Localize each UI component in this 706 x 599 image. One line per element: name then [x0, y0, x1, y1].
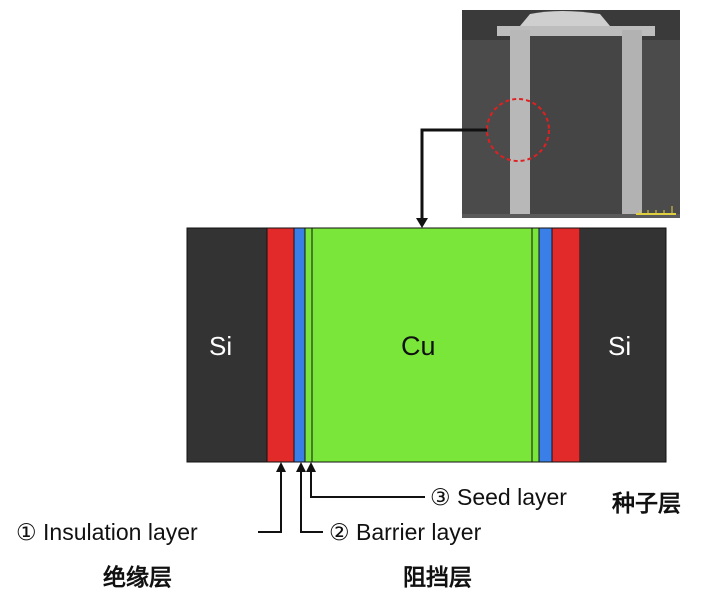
barrier-arrowhead — [296, 462, 306, 472]
barrier-layer-right — [538, 227, 553, 463]
seed-arrowhead — [306, 462, 316, 472]
barrier-layer-label: ② Barrier layer — [329, 519, 482, 545]
insulation-layer-right — [551, 227, 581, 463]
micrograph-top-cap — [497, 26, 655, 36]
leader-lines — [258, 462, 425, 533]
connector-arrowhead — [416, 218, 428, 228]
sem-micrograph — [462, 10, 680, 218]
callout-circle — [486, 98, 550, 162]
seed-layer-label: ③ Seed layer — [430, 484, 567, 510]
barrier-layer-left — [293, 227, 306, 463]
cross-section-outline — [186, 227, 667, 463]
insulation-layer-left — [266, 227, 295, 463]
seed-leader — [310, 470, 425, 498]
insulation-leader — [258, 470, 282, 533]
insulation-layer-label: ① Insulation layer — [16, 519, 198, 545]
callout-connector — [416, 128, 487, 228]
cu-label: Cu — [401, 331, 436, 361]
barrier-layer-cn-label: 阻挡层 — [403, 565, 472, 591]
seed-layer-left — [304, 227, 313, 463]
seed-layer-cn-label: 种子层 — [612, 491, 681, 517]
cross-section — [186, 227, 667, 463]
barrier-leader — [300, 470, 323, 533]
micrograph-core — [530, 36, 622, 216]
cu-region — [311, 227, 533, 463]
seed-layer-right — [531, 227, 540, 463]
insulation-arrowhead — [276, 462, 286, 472]
micrograph-top-bump — [520, 11, 610, 26]
insulation-layer-cn-label: 绝缘层 — [103, 565, 172, 591]
si-left-label: Si — [209, 331, 233, 361]
micrograph-left-pillar — [510, 30, 530, 216]
si-right-region — [580, 228, 666, 462]
si-right-label: Si — [608, 331, 632, 361]
micrograph-bottom — [462, 214, 680, 218]
si-left-region — [187, 228, 267, 462]
micrograph-scale-bar — [636, 206, 676, 215]
micrograph-right-pillar — [622, 30, 642, 216]
